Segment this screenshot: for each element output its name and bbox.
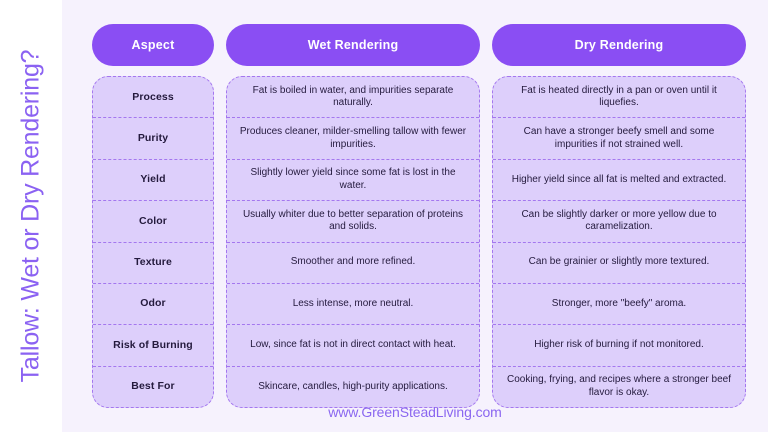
table-row: Smoother and more refined. <box>227 243 479 284</box>
column-body-wet-rendering: Fat is boiled in water, and impurities s… <box>226 76 480 408</box>
column-dry-rendering: Dry Rendering Fat is heated directly in … <box>492 24 746 408</box>
table-row: Purity <box>93 118 213 160</box>
table-row: Slightly lower yield since some fat is l… <box>227 160 479 202</box>
table-row: Fat is boiled in water, and impurities s… <box>227 77 479 119</box>
column-wet-rendering: Wet Rendering Fat is boiled in water, an… <box>226 24 480 408</box>
comparison-table: Aspect Process Purity Yield Color Textur… <box>92 24 746 408</box>
table-row: Stronger, more "beefy" aroma. <box>493 284 745 326</box>
table-row: Can be slightly darker or more yellow du… <box>493 201 745 243</box>
column-header-aspect: Aspect <box>92 24 214 66</box>
table-row: Cooking, frying, and recipes where a str… <box>506 374 731 398</box>
table-row: Higher yield since all fat is melted and… <box>493 160 745 202</box>
table-row: Skincare, candles, high-purity applicati… <box>258 380 448 392</box>
column-aspect: Aspect Process Purity Yield Color Textur… <box>92 24 214 408</box>
table-row: Fat is heated directly in a pan or oven … <box>493 77 745 119</box>
table-row: Low, since fat is not in direct contact … <box>227 325 479 367</box>
table-row: Can be grainier or slightly more texture… <box>493 243 745 284</box>
table-row: Can have a stronger beefy smell and some… <box>493 118 745 160</box>
column-body-dry-rendering: Fat is heated directly in a pan or oven … <box>492 76 746 408</box>
table-row: Texture <box>93 243 213 284</box>
table-row: Produces cleaner, milder-smelling tallow… <box>227 118 479 160</box>
table-row: Best For <box>131 380 175 393</box>
table-row: Color <box>93 201 213 243</box>
table-row: Risk of Burning <box>93 325 213 367</box>
page-title: Tallow: Wet or Dry Rendering? <box>16 49 45 383</box>
table-row: Less intense, more neutral. <box>227 284 479 326</box>
table-row: Yield <box>93 160 213 202</box>
title-gutter: Tallow: Wet or Dry Rendering? <box>0 0 62 432</box>
column-header-wet-rendering: Wet Rendering <box>226 24 480 66</box>
column-body-aspect: Process Purity Yield Color Texture Odor … <box>92 76 214 408</box>
column-header-dry-rendering: Dry Rendering <box>492 24 746 66</box>
table-row: Process <box>93 77 213 119</box>
table-row: Higher risk of burning if not monitored. <box>493 325 745 367</box>
website-url: www.GreenSteadLiving.com <box>328 404 502 420</box>
table-row: Usually whiter due to better separation … <box>227 201 479 243</box>
table-row: Odor <box>93 284 213 326</box>
